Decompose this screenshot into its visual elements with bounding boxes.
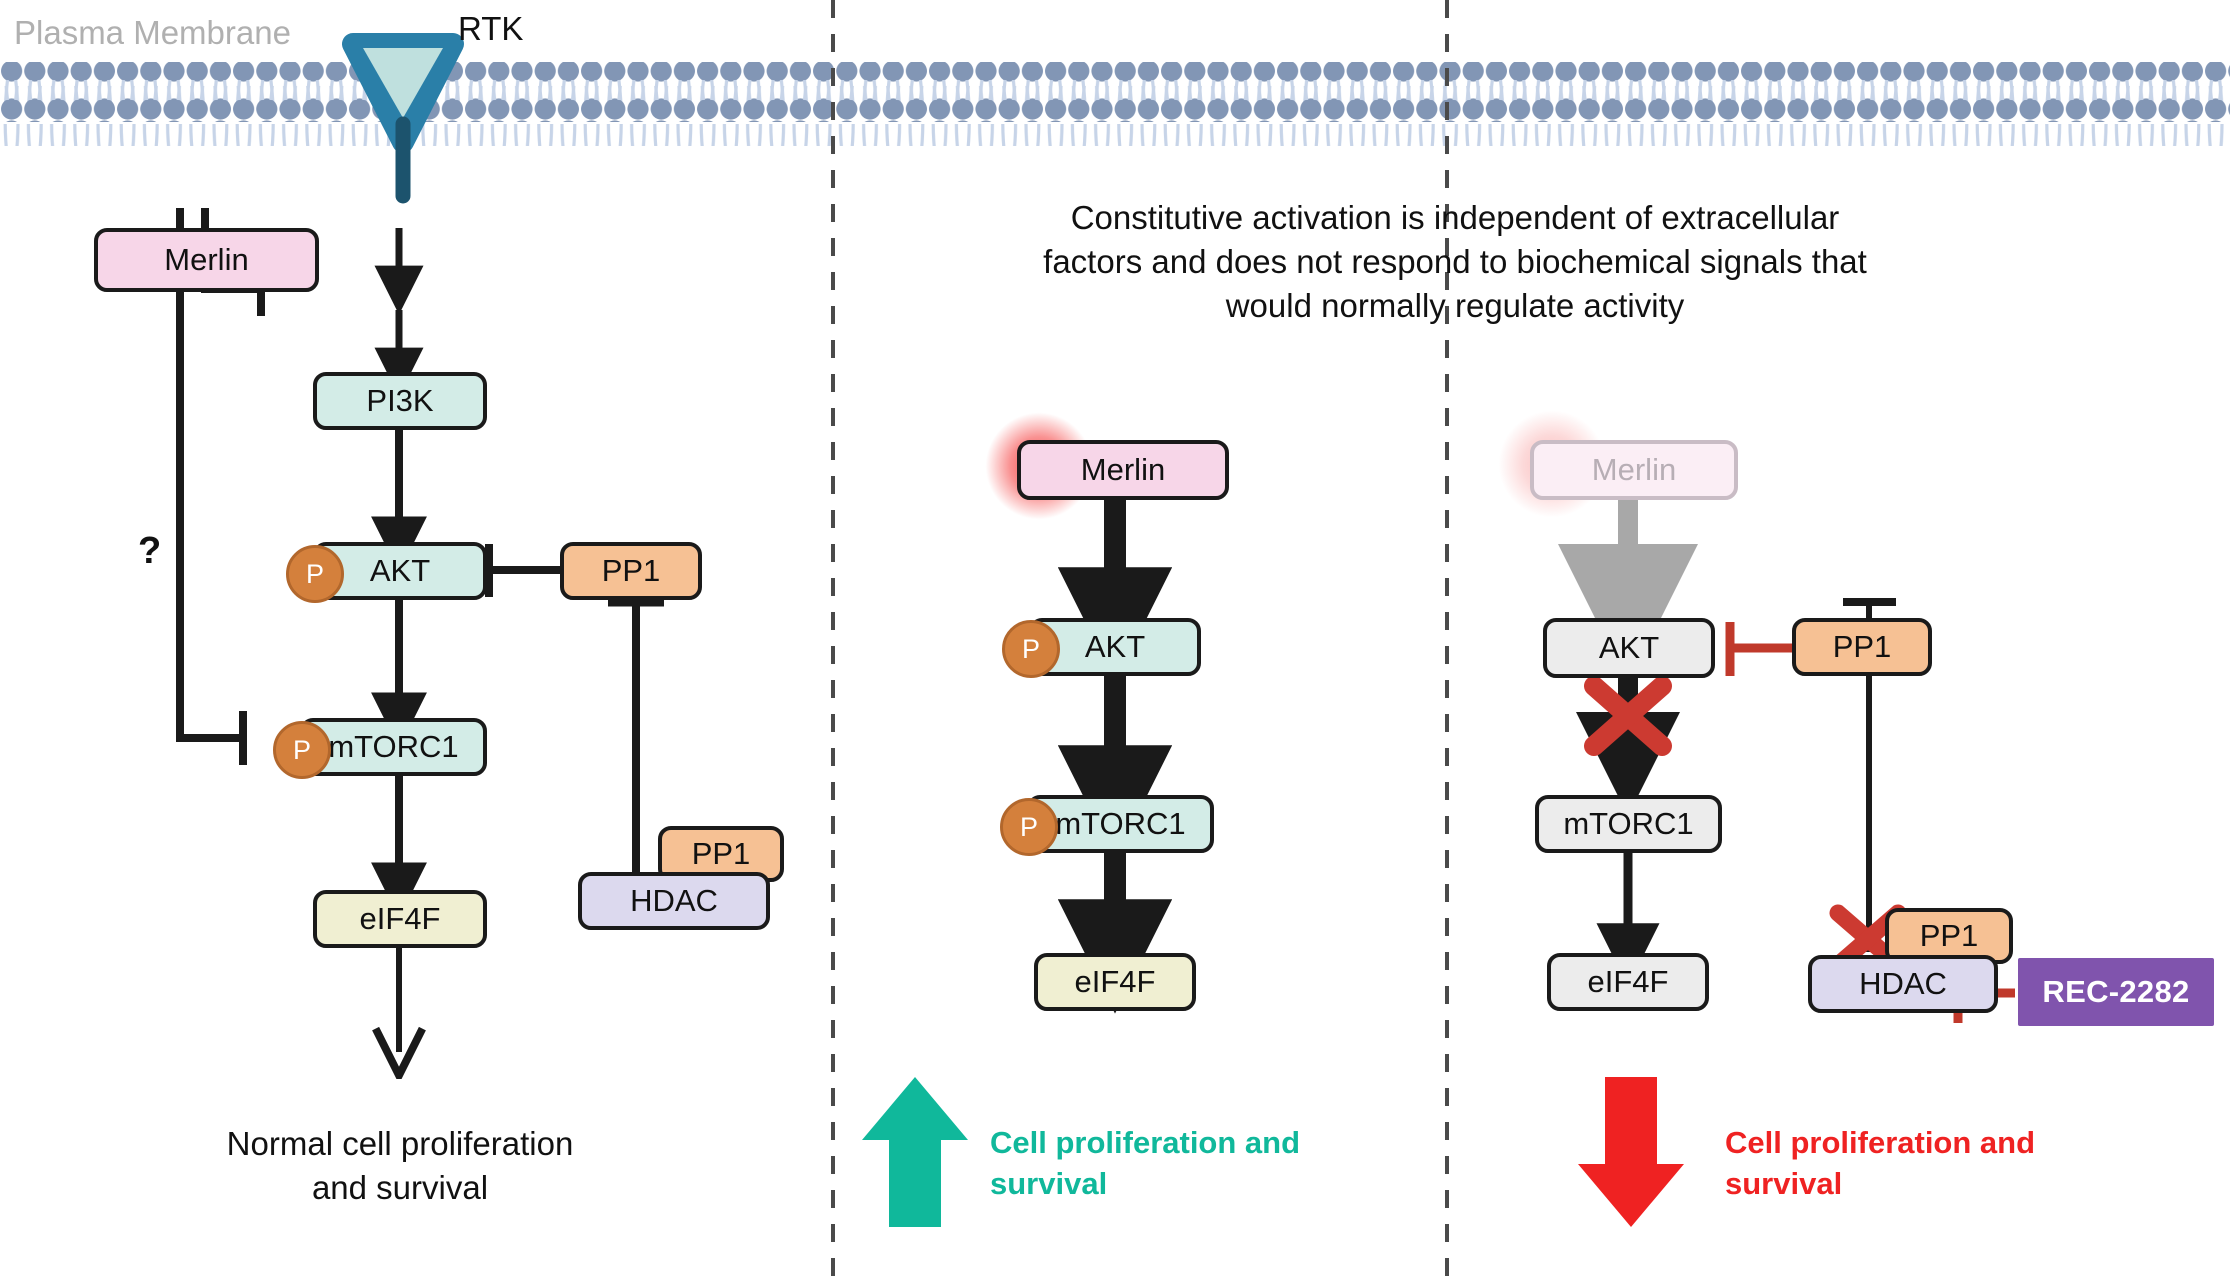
middle-outcome-text: Cell proliferation and survival <box>990 1122 1390 1204</box>
node-pp1-top-left[interactable]: PP1 <box>560 542 702 600</box>
right-outcome-line2: survival <box>1725 1166 1843 1202</box>
rtk-label: RTK <box>458 10 524 47</box>
node-hdac-left[interactable]: HDAC <box>578 872 770 930</box>
note-line1: Constitutive activation is independent o… <box>1070 199 1840 236</box>
question-mark-label: ? <box>138 530 162 572</box>
node-merlin-middle[interactable]: Merlin <box>1017 440 1229 500</box>
rtk-receptor <box>342 33 464 204</box>
note-line3: would normally regulate activity <box>1225 286 1685 324</box>
phospho-badge-akt-middle: P <box>1002 620 1060 678</box>
node-merlin-right[interactable]: Merlin <box>1530 440 1738 500</box>
plasma-membrane-label: Plasma Membrane <box>14 14 291 51</box>
left-outcome-text: Normal cell proliferation and survival <box>110 1122 690 1210</box>
node-eif4f-left[interactable]: eIF4F <box>313 890 487 948</box>
node-merlin-left[interactable]: Merlin <box>94 228 319 292</box>
node-eif4f-right[interactable]: eIF4F <box>1547 953 1709 1011</box>
middle-outcome-line2: survival <box>990 1166 1108 1202</box>
right-outcome-text: Cell proliferation and survival <box>1725 1122 2125 1204</box>
node-mtorc1-right[interactable]: mTORC1 <box>1535 795 1722 853</box>
node-akt-left[interactable]: AKT <box>313 542 487 600</box>
node-pi3k-left[interactable]: PI3K <box>313 372 487 430</box>
right-outcome-arrow <box>1578 1077 1684 1227</box>
node-mtorc1-left[interactable]: mTORC1 <box>300 718 487 776</box>
node-hdac-right[interactable]: HDAC <box>1808 955 1998 1013</box>
red-x-akt-mtorc1 <box>1584 676 1672 756</box>
node-pp1-top-right[interactable]: PP1 <box>1792 618 1932 676</box>
node-akt-right[interactable]: AKT <box>1543 618 1715 678</box>
left-outcome-line2: and survival <box>311 1168 489 1206</box>
node-eif4f-middle[interactable]: eIF4F <box>1034 953 1196 1011</box>
plasma-membrane <box>0 62 2230 146</box>
node-mtorc1-middle[interactable]: mTORC1 <box>1027 795 1214 853</box>
middle-outcome-line1: Cell proliferation and <box>990 1125 1301 1160</box>
middle-outcome-arrow <box>862 1077 968 1227</box>
constitutive-activation-note: Constitutive activation is independent o… <box>1020 196 1890 328</box>
node-rec2282-drug[interactable]: REC-2282 <box>2018 958 2214 1026</box>
left-outcome-line1: Normal cell proliferation <box>226 1125 574 1162</box>
phospho-badge-akt-left: P <box>286 545 344 603</box>
phospho-badge-mtorc1-left: P <box>273 721 331 779</box>
right-outcome-line1: Cell proliferation and <box>1725 1125 2036 1160</box>
note-line2: factors and does not respond to biochemi… <box>1043 242 1867 280</box>
phospho-badge-mtorc1-middle: P <box>1000 798 1058 856</box>
